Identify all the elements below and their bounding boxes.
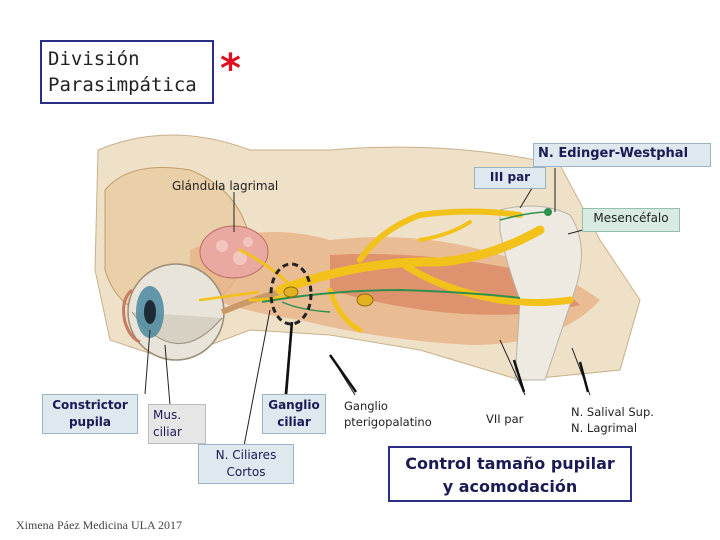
label-ganglio-pterigopalatino: Ganglio pterigopalatino xyxy=(344,398,432,430)
control-line-1: Control tamaño pupilar xyxy=(405,454,615,473)
ciliares-line-1: N. Ciliares xyxy=(215,448,277,462)
mus-line-2: ciliar xyxy=(153,425,182,439)
title-box: División Parasimpática xyxy=(40,40,214,104)
salival-line-2: N. Lagrimal xyxy=(571,421,638,435)
green-nerve xyxy=(261,288,521,303)
constrictor-line-1: Constrictor xyxy=(52,398,128,412)
label-ganglio-ciliar: Ganglio ciliar xyxy=(262,394,326,434)
label-mus-ciliar: Mus. ciliar xyxy=(148,404,206,444)
ganglio-ciliar-line-2: ciliar xyxy=(277,415,311,429)
control-line-2: y acomodación xyxy=(442,477,578,496)
credit-text: Ximena Páez Medicina ULA 2017 xyxy=(16,518,182,532)
label-edinger-westphal: N. Edinger-Westphal xyxy=(533,143,711,167)
constrictor-line-2: pupila xyxy=(68,415,112,429)
pterigo-line-1: Ganglio xyxy=(344,399,388,413)
ciliary-ganglion-shape xyxy=(283,286,299,298)
pterigo-line-2: pterigopalatino xyxy=(344,415,432,429)
label-vii-par: VII par xyxy=(486,412,524,426)
lacrimal-gland-shape xyxy=(199,225,269,279)
label-mesencefalo: Mesencéfalo xyxy=(582,208,680,232)
control-box: Control tamaño pupilar y acomodación xyxy=(388,446,632,502)
label-iii-par: III par xyxy=(474,167,546,189)
mus-line-1: Mus. xyxy=(153,408,182,422)
brainstem xyxy=(499,205,582,381)
title-line-1: División xyxy=(48,48,140,70)
title-line-2: Parasimpática xyxy=(48,74,197,96)
pterygopalatine-ganglion-shape xyxy=(356,293,374,307)
ciliares-line-2: Cortos xyxy=(226,465,266,479)
label-glandula-lagrimal: Glándula lagrimal xyxy=(172,179,279,193)
nerve-bundle xyxy=(198,208,574,333)
label-salival-lagrimal: N. Salival Sup. N. Lagrimal xyxy=(571,404,654,436)
label-n-ciliares-cortos: N. Ciliares Cortos xyxy=(198,444,294,484)
label-constrictor-pupila: Constrictor pupila xyxy=(42,394,138,434)
asterisk-marker: * xyxy=(220,46,241,92)
salival-line-1: N. Salival Sup. xyxy=(571,405,654,419)
ganglio-ciliar-line-1: Ganglio xyxy=(268,398,320,412)
ciliary-ganglion-ring xyxy=(269,262,313,326)
